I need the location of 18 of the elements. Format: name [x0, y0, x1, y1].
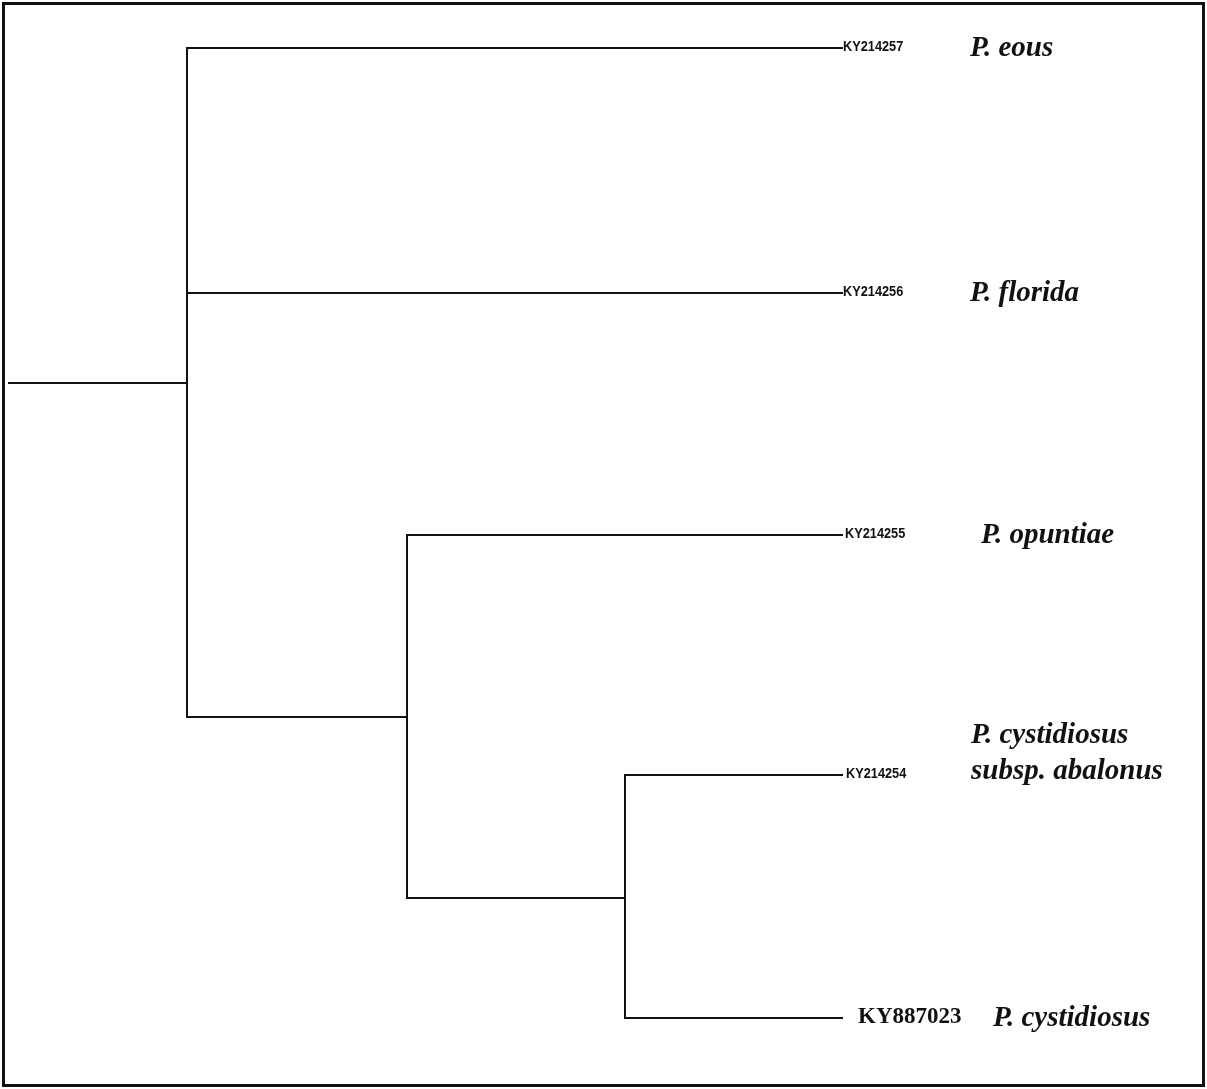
branch-line — [187, 292, 844, 294]
accession-number: KY887023 — [858, 1003, 962, 1029]
branch-line — [407, 897, 625, 899]
accession-number: KY214254 — [846, 764, 907, 781]
branch-line — [7, 382, 187, 384]
accession-number: KY214256 — [843, 282, 904, 299]
species-name: P. eous — [970, 29, 1055, 64]
accession-number: KY214257 — [843, 37, 904, 54]
branch-line — [625, 774, 844, 776]
branch-line — [187, 47, 844, 49]
branch-line — [625, 1017, 844, 1019]
accession-number: KY214255 — [845, 524, 906, 541]
branch-line — [407, 534, 844, 536]
species-name: P. cystidiosus subsp. abalonus — [971, 716, 1164, 788]
species-name: P. cystidiosus — [993, 999, 1152, 1034]
branch-line — [187, 716, 407, 718]
species-name: P. opuntiae — [981, 516, 1116, 551]
species-name: P. florida — [970, 274, 1081, 309]
